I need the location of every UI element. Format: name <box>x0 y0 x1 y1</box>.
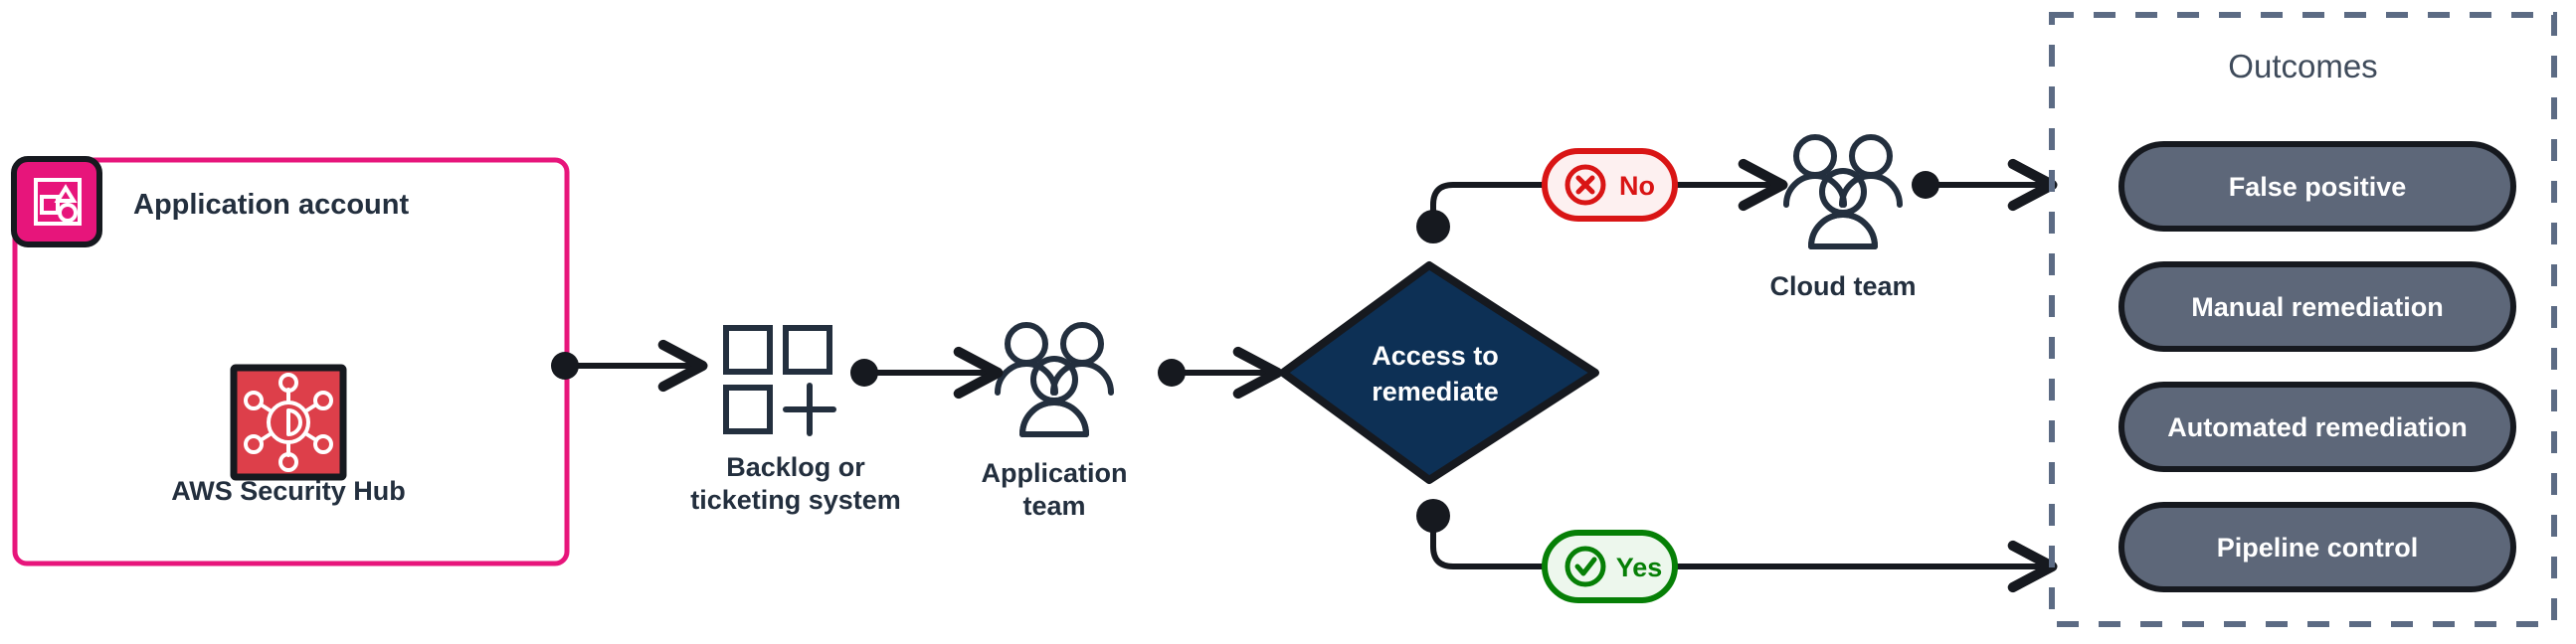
outcome-pill-manual-remediation[interactable]: Manual remediation <box>2118 261 2516 352</box>
application-account-title: Application account <box>133 189 410 221</box>
outcomes-title: Outcomes <box>2228 48 2378 84</box>
backlog-ticketing-icon <box>723 325 836 436</box>
connector-dot-no-branch <box>1416 210 1450 243</box>
connector-dot-account <box>551 352 579 380</box>
decision-diamond <box>1279 261 1599 484</box>
outcome-pill-pipeline-control[interactable]: Pipeline control <box>2118 502 2516 592</box>
cloud-team-users-group-icon <box>1783 134 1903 249</box>
aws-security-hub-icon-glyph <box>244 373 333 472</box>
connector-group <box>562 158 2058 593</box>
branch-badge-no[interactable]: No <box>1542 148 1678 222</box>
circle-x-icon <box>1564 164 1606 206</box>
outcome-label-automated-remediation: Automated remediation <box>2167 412 2468 442</box>
outcome-pill-automated-remediation[interactable]: Automated remediation <box>2118 382 2516 472</box>
connector-dot-backlog <box>850 359 878 387</box>
circle-check-icon <box>1564 546 1606 587</box>
connector-dot-cloudteam <box>1912 171 1939 199</box>
outcome-label-false-positive: False positive <box>2229 172 2407 202</box>
backlog-ticketing-label: Backlog or ticketing system <box>690 452 901 515</box>
application-team-label: Application team <box>981 458 1128 521</box>
connector-dots <box>551 171 1939 533</box>
branch-badge-yes-label: Yes <box>1616 553 1663 582</box>
connector-dot-appteam <box>1158 359 1186 387</box>
connector-decision-no <box>1430 182 1548 230</box>
branch-badge-no-label: No <box>1619 171 1655 201</box>
connector-dot-yes-branch <box>1416 499 1450 533</box>
application-team-users-group-icon <box>995 322 1114 437</box>
decision-label-line2: remediate <box>1372 377 1499 406</box>
outcome-pill-false-positive[interactable]: False positive <box>2118 141 2516 232</box>
outcome-label-pipeline-control: Pipeline control <box>2217 533 2419 563</box>
connector-decision-yes <box>1430 513 1548 569</box>
aws-security-hub-label: AWS Security Hub <box>171 476 406 506</box>
application-account-icon-glyph <box>34 178 82 226</box>
outcome-label-manual-remediation: Manual remediation <box>2191 292 2444 322</box>
cloud-team-label: Cloud team <box>1769 271 1917 301</box>
outcomes-container <box>2049 12 2557 627</box>
branch-badge-yes[interactable]: Yes <box>1542 530 1678 603</box>
decision-label-line1: Access to <box>1372 341 1499 371</box>
